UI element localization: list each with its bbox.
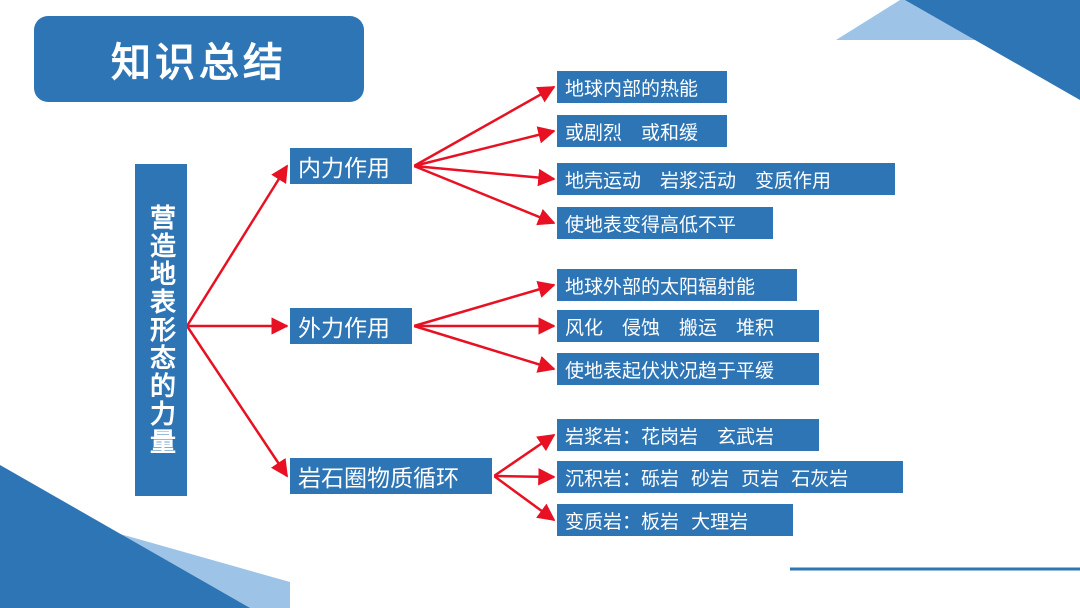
arrow-external-1 [413, 281, 556, 328]
arrow-internal-3 [413, 164, 556, 187]
leaf-internal-4: 使地表变得高低不平 [555, 205, 775, 241]
branch-rock-cycle: 岩石圈物质循环 [288, 456, 494, 496]
arrow-rock-3 [493, 474, 556, 522]
arrow-rock-2 [493, 467, 556, 486]
arrow-root-to-rock-cycle [185, 325, 289, 478]
branch-external-force: 外力作用 [288, 306, 414, 346]
page-title: 知识总结 [34, 16, 364, 102]
branch-internal-force: 内力作用 [288, 146, 414, 186]
arrow-root-to-internal [185, 164, 289, 327]
leaf-rock-2: 沉积岩：砾岩 砂岩 页岩 石灰岩 [555, 459, 905, 495]
leaf-external-1: 地球外部的太阳辐射能 [555, 267, 799, 303]
arrow-rock-1 [493, 433, 556, 478]
root-node: 营造地表形态的力量 [135, 164, 187, 496]
arrow-external-3 [413, 324, 556, 373]
top-right-deco-dark [905, 0, 1080, 100]
bottom-left-deco-dark [0, 465, 250, 608]
arrow-internal-1 [413, 85, 556, 168]
leaf-internal-1: 地球内部的热能 [555, 69, 729, 105]
leaf-external-2: 风化 侵蚀 搬运 堆积 [555, 308, 821, 344]
leaf-external-3: 使地表起伏状况趋于平缓 [555, 351, 821, 387]
leaf-rock-1: 岩浆岩：花岗岩 玄武岩 [555, 417, 821, 453]
arrow-internal-2 [413, 126, 556, 168]
arrow-internal-4 [413, 164, 556, 226]
leaf-internal-2: 或剧烈 或和缓 [555, 113, 729, 149]
leaf-internal-3: 地壳运动 岩浆活动 变质作用 [555, 161, 897, 197]
leaf-rock-3: 变质岩：板岩 大理岩 [555, 502, 795, 538]
